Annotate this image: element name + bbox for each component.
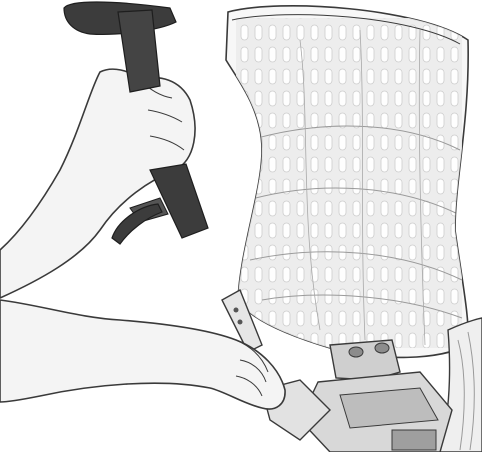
armrest-part — [63, 1, 209, 245]
back-bracket — [299, 339, 453, 452]
chair-backrest — [225, 5, 470, 359]
mesh-pattern — [236, 18, 463, 348]
lower-hand — [0, 299, 286, 410]
